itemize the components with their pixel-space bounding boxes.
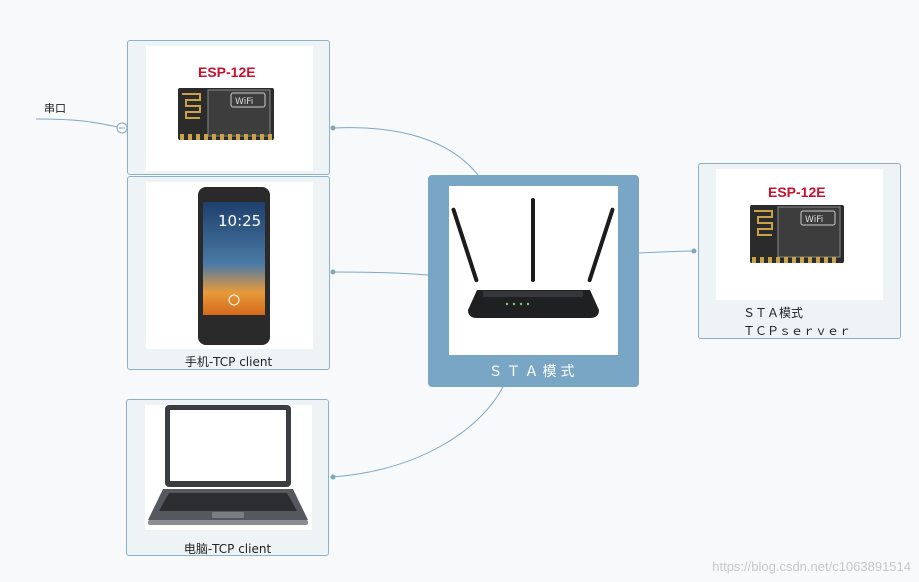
serial-link: [35, 118, 123, 129]
laptop-caption: 电脑-TCP client: [183, 542, 272, 556]
node-sta-mode[interactable]: ＳＴＡ模式: [428, 175, 639, 387]
link-esp-right: [638, 250, 695, 254]
esp-chip-icon: WiFi: [178, 88, 274, 140]
laptop-icon: [148, 405, 308, 525]
chip-label: ESP-12E: [768, 184, 826, 200]
node-phone[interactable]: 10:25 手机-TCP client: [127, 176, 330, 370]
node-esp-top[interactable]: ESP-12E WiFi: [127, 40, 330, 175]
esp-server-caption-line2: ＴＣＰｓｅｒｖｅｒ: [743, 324, 852, 338]
serial-label: 串口: [44, 102, 66, 115]
laptop-image: [145, 405, 312, 530]
link-phone: [332, 271, 429, 276]
esp-server-caption-line1: ＳＴＡ模式: [743, 306, 804, 320]
router-icon: [451, 198, 615, 318]
esp-chip-icon: WiFi: [750, 205, 844, 263]
phone-image: 10:25: [146, 182, 313, 349]
chip-label: ESP-12E: [198, 64, 256, 80]
link-laptop: [332, 386, 504, 478]
phone-clock: 10:25: [218, 212, 262, 230]
svg-text:WiFi: WiFi: [805, 215, 823, 225]
node-esp-server[interactable]: ESP-12E WiFi ＳＴＡ模式 ＴＣＰｓｅｒｖｅｒ: [698, 163, 901, 339]
esp-module-image: ESP-12E WiFi: [716, 169, 883, 300]
watermark-text: https://blog.csdn.net/c1063891514: [712, 559, 911, 574]
phone-caption: 手机-TCP client: [184, 355, 273, 369]
svg-text:WiFi: WiFi: [235, 97, 253, 107]
node-laptop[interactable]: 电脑-TCP client: [126, 399, 329, 556]
esp-module-image: ESP-12E WiFi: [146, 46, 313, 171]
router-image: [449, 186, 618, 355]
link-esp-top: [332, 127, 479, 176]
smartphone-icon: [198, 187, 270, 345]
center-caption: ＳＴＡ模式: [488, 364, 579, 380]
